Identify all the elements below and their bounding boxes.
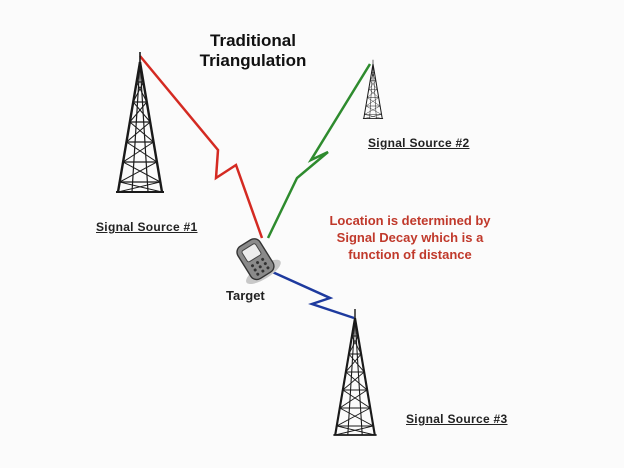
note-line-2: Signal Decay which is a (336, 230, 484, 245)
signal-source-2-label: Signal Source #2 (368, 136, 470, 150)
note-line-1: Location is determined by (329, 213, 491, 228)
mobile-phone-icon (236, 238, 281, 285)
radio-tower-icon (332, 307, 378, 437)
signal-source-3-label: Signal Source #3 (406, 412, 508, 426)
target-label: Target (226, 288, 265, 303)
radio-tower-icon (114, 50, 166, 194)
explanation-note: Location is determined by Signal Decay w… (310, 212, 510, 263)
signal-path-3 (267, 268, 355, 320)
signal-path-1 (139, 55, 264, 239)
title-line-1: Traditional (210, 31, 296, 50)
signal-source-1-label: Signal Source #1 (96, 220, 198, 234)
diagram-title: Traditional Triangulation (178, 31, 328, 71)
title-line-2: Triangulation (199, 51, 307, 70)
note-line-3: function of distance (348, 247, 472, 262)
signal-path-2 (266, 63, 372, 239)
